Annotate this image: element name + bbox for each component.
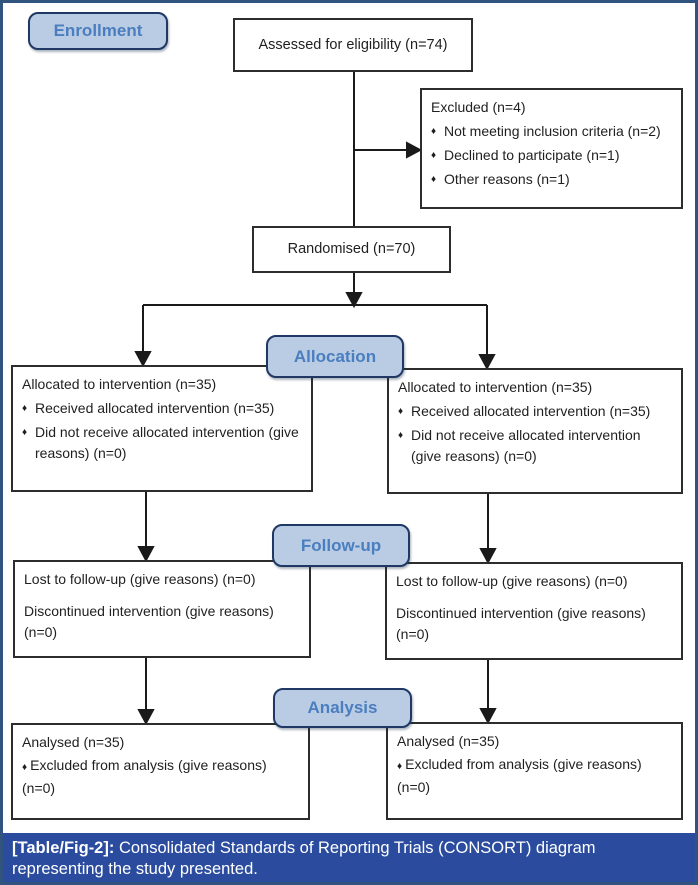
box-text: Assessed for eligibility (n=74): [258, 36, 448, 53]
figure-caption: [Table/Fig-2]: Consolidated Standards of…: [3, 833, 695, 882]
diamond-bullet-icon: ♦: [22, 427, 28, 438]
bullet-text: Other reasons (n=1): [444, 171, 570, 187]
box-randomised: Randomised (n=70): [252, 226, 451, 273]
box-line: Discontinued intervention (give reasons)…: [396, 605, 646, 642]
bullet-text: Declined to participate (n=1): [444, 147, 620, 163]
box-line: Lost to follow-up (give reasons) (n=0): [24, 571, 256, 587]
box-analysis-left: Analysed (n=35) ♦Excluded from analysis …: [11, 723, 310, 820]
arrowhead-right-icon: [406, 141, 423, 159]
bullet-text: Excluded from analysis (give reasons) (n…: [22, 757, 267, 796]
box-assessed-for-eligibility: Assessed for eligibility (n=74): [233, 18, 473, 72]
box-title: Excluded (n=4): [431, 99, 526, 115]
bullet-item: ♦ Other reasons (n=1): [431, 169, 672, 190]
box-allocation-left: Allocated to intervention (n=35) ♦ Recei…: [11, 365, 313, 492]
bullet-item: ♦ Declined to participate (n=1): [431, 145, 672, 166]
arrowhead-down-icon: [479, 708, 497, 725]
box-text: Randomised (n=70): [287, 241, 416, 257]
bullet-text: Received allocated intervention (n=35): [411, 403, 651, 419]
bullet-item: ♦ Received allocated intervention (n=35): [22, 398, 302, 419]
bullet-item: ♦ Not meeting inclusion criteria (n=2): [431, 121, 672, 142]
stage-badge-allocation: Allocation: [266, 335, 404, 378]
stage-label: Analysis: [307, 698, 378, 717]
stage-badge-followup: Follow-up: [272, 524, 410, 567]
bullet-item: ♦ Received allocated intervention (n=35): [398, 401, 672, 422]
stage-badge-analysis: Analysis: [273, 688, 412, 728]
box-followup-left: Lost to follow-up (give reasons) (n=0) D…: [13, 560, 311, 658]
arrowhead-down-icon: [478, 354, 496, 371]
arrowhead-down-icon: [137, 546, 155, 563]
arrowhead-down-icon: [134, 351, 152, 368]
arrowhead-down-icon: [345, 292, 363, 309]
stage-badge-enrollment: Enrollment: [28, 12, 168, 50]
bullet-text: Excluded from analysis (give reasons) (n…: [397, 756, 642, 795]
box-analysis-right: Analysed (n=35) ♦Excluded from analysis …: [386, 722, 683, 820]
arrowhead-down-icon: [479, 548, 497, 565]
box-title: Analysed (n=35): [397, 733, 500, 749]
bullet-item: ♦ Did not receive allocated intervention…: [398, 425, 672, 467]
bullet-item: ♦Excluded from analysis (give reasons) (…: [22, 755, 299, 799]
stage-label: Enrollment: [53, 21, 143, 40]
diamond-bullet-icon: ♦: [22, 403, 28, 414]
bullet-text: Received allocated intervention (n=35): [35, 400, 275, 416]
box-excluded: Excluded (n=4) ♦ Not meeting inclusion c…: [420, 88, 683, 209]
stage-label: Follow-up: [300, 535, 382, 555]
box-title: Allocated to intervention (n=35): [398, 379, 593, 395]
caption-text: Consolidated Standards of Reporting Tria…: [12, 839, 596, 878]
box-title: Allocated to intervention (n=35): [22, 376, 217, 392]
box-line: Discontinued intervention (give reasons)…: [24, 603, 274, 640]
box-title: Analysed (n=35): [22, 734, 125, 750]
diamond-bullet-icon: ♦: [398, 406, 404, 417]
bullet-text: Did not receive allocated intervention (…: [35, 424, 299, 461]
bullet-item: ♦Excluded from analysis (give reasons) (…: [397, 754, 672, 798]
caption-label: [Table/Fig-2]:: [12, 839, 115, 857]
box-allocation-right: Allocated to intervention (n=35) ♦ Recei…: [387, 368, 683, 494]
bullet-text: Not meeting inclusion criteria (n=2): [444, 123, 661, 139]
bullet-text: Did not receive allocated intervention (…: [411, 427, 641, 464]
diamond-bullet-icon: ♦: [431, 174, 437, 185]
bullet-item: ♦ Did not receive allocated intervention…: [22, 422, 302, 464]
diamond-bullet-icon: ♦: [398, 430, 404, 441]
diamond-bullet-icon: ♦: [431, 126, 437, 137]
box-followup-right: Lost to follow-up (give reasons) (n=0) D…: [385, 562, 683, 660]
diamond-bullet-icon: ♦: [397, 761, 403, 772]
arrowhead-down-icon: [137, 709, 155, 726]
diamond-bullet-icon: ♦: [22, 762, 28, 773]
stage-label: Allocation: [293, 346, 377, 366]
diamond-bullet-icon: ♦: [431, 150, 437, 161]
box-line: Lost to follow-up (give reasons) (n=0): [396, 573, 628, 589]
